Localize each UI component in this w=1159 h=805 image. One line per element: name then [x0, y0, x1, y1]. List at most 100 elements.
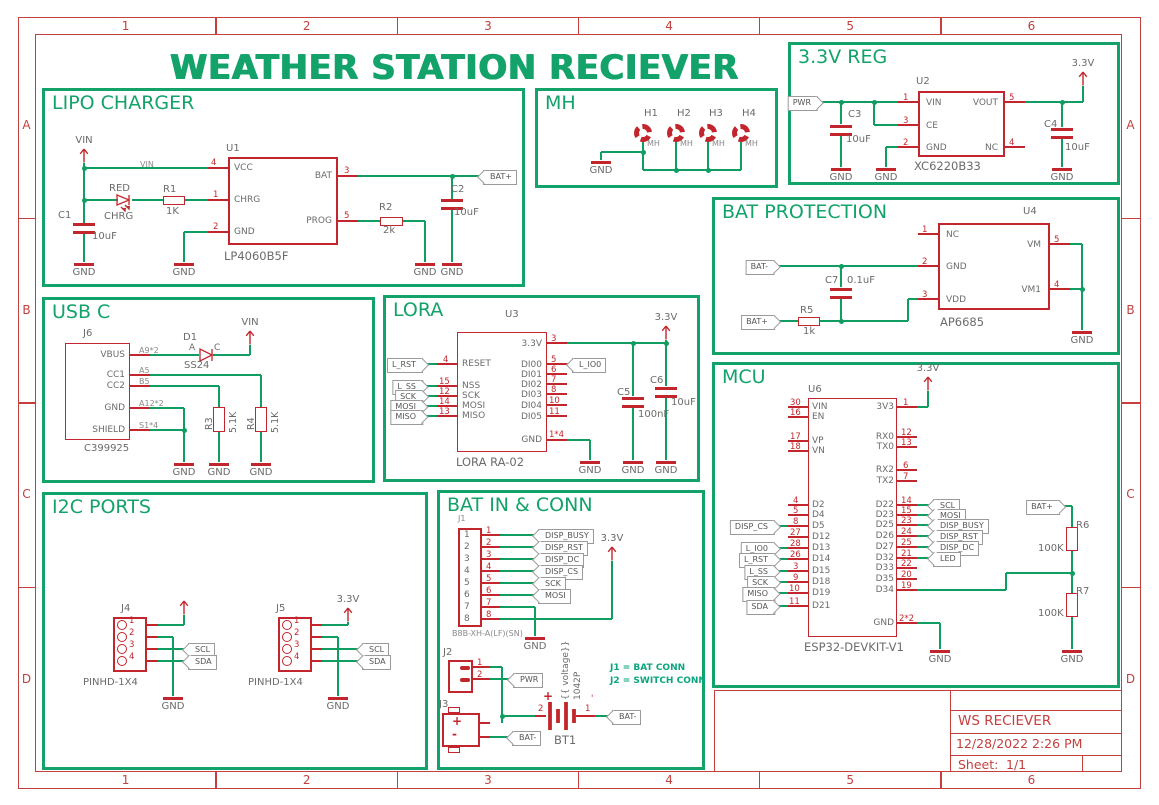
wire: [322, 636, 338, 638]
label: RESET: [462, 359, 491, 369]
net-flag-label: L_RST: [392, 359, 416, 369]
mounting-hole-icon: [634, 124, 652, 142]
label: 5: [344, 211, 350, 221]
frame-col-label: 5: [846, 19, 855, 33]
label: 30: [790, 398, 801, 408]
label: D25: [875, 520, 894, 530]
pin-stub: [482, 606, 500, 608]
wire: [917, 535, 933, 537]
wire: [423, 405, 437, 407]
component-body: [938, 223, 1050, 310]
capacitor: [441, 198, 463, 202]
label: 3V3: [876, 402, 894, 412]
capacitor: [830, 287, 852, 291]
pin-stub: [788, 504, 808, 506]
label: DI05: [520, 412, 542, 422]
net-flag-disp_busy: DISP_BUSY: [933, 518, 989, 534]
label: 3: [922, 290, 928, 300]
label: 1: [903, 93, 909, 103]
label: 4: [793, 496, 799, 506]
pin-stub: [473, 678, 490, 680]
label: 10uF: [846, 134, 871, 145]
pin-pad: [282, 632, 292, 642]
label: A5: [139, 366, 150, 375]
label: NC: [984, 143, 998, 153]
frame-row-label: B: [22, 302, 31, 317]
wire: [322, 648, 362, 650]
net-flag-label: SCK: [545, 578, 561, 588]
title-block-line: [950, 710, 1122, 712]
wire: [150, 429, 184, 431]
capacitor: [622, 396, 644, 400]
net-flag-sda: SDA: [746, 599, 775, 615]
connector-pin-bar: [460, 678, 470, 682]
label: NC: [946, 230, 960, 240]
label: D32: [875, 553, 894, 563]
frame-col-label: 3: [484, 19, 492, 33]
wire: [740, 142, 742, 170]
junction-dot: [499, 713, 505, 719]
label: GND: [926, 143, 947, 153]
junction-dot: [838, 318, 844, 324]
wire: [150, 354, 199, 356]
gnd-symbol: [876, 168, 896, 171]
label: 22: [901, 559, 912, 569]
wire: [908, 298, 918, 300]
net-flag-label: L_SS: [749, 566, 768, 576]
junction-dot: [871, 99, 877, 105]
wire: [500, 618, 612, 620]
label: SCK: [462, 391, 480, 401]
label: VIN: [140, 160, 154, 169]
label: 11: [789, 597, 800, 607]
net-flag-label: BAT-: [619, 711, 637, 721]
label: 5: [1009, 93, 1015, 103]
label: 23: [901, 516, 912, 526]
label: +: [452, 714, 463, 728]
pin-stub: [897, 446, 917, 448]
pin-stub: [788, 416, 808, 418]
label: VOUT: [972, 98, 998, 108]
gnd-symbol: [1062, 650, 1082, 653]
wire: [1070, 243, 1082, 245]
wire: [84, 199, 118, 201]
power-flag-label: 3.3V: [654, 312, 678, 323]
wire: [132, 199, 163, 201]
net-flag-label: MISO: [747, 588, 768, 598]
label: D22: [875, 500, 894, 510]
gnd-symbol: [163, 697, 183, 700]
label: 27: [790, 528, 801, 538]
wire: [358, 175, 483, 177]
label: 15: [439, 377, 450, 387]
net-flag-label: L_SS: [397, 381, 416, 391]
gnd-symbol: [251, 463, 271, 466]
frame-col-label: 6: [1027, 773, 1036, 787]
label: 1042P: [573, 671, 583, 700]
label: 3: [344, 166, 350, 176]
label: 10uF: [671, 397, 696, 408]
power-flag-label: VIN: [75, 135, 93, 146]
label: U1: [226, 143, 240, 154]
gnd-symbol: [623, 461, 643, 464]
pin-stub: [788, 406, 808, 408]
wire: [665, 343, 667, 386]
pin-stub: [147, 660, 158, 662]
label: D13: [812, 543, 831, 553]
wire: [358, 220, 380, 222]
pin-stub: [437, 415, 457, 417]
frame-tick: [396, 17, 399, 34]
label: DI01: [520, 370, 542, 380]
net-flag-label: PWR: [792, 97, 811, 107]
net-flag-label: L_RST: [744, 554, 768, 564]
wire: [775, 570, 788, 572]
net-flag-label: SCK: [400, 391, 416, 401]
wire: [403, 220, 425, 222]
frame-tick: [1122, 217, 1141, 220]
led-icon: [116, 192, 136, 216]
wire: [775, 320, 798, 322]
net-flag-led: LED: [933, 551, 961, 567]
label: 3: [793, 562, 799, 572]
pin-stub: [897, 589, 917, 591]
label: 1*4: [549, 430, 565, 440]
label: GND: [873, 618, 894, 628]
wire: [1005, 573, 1007, 590]
